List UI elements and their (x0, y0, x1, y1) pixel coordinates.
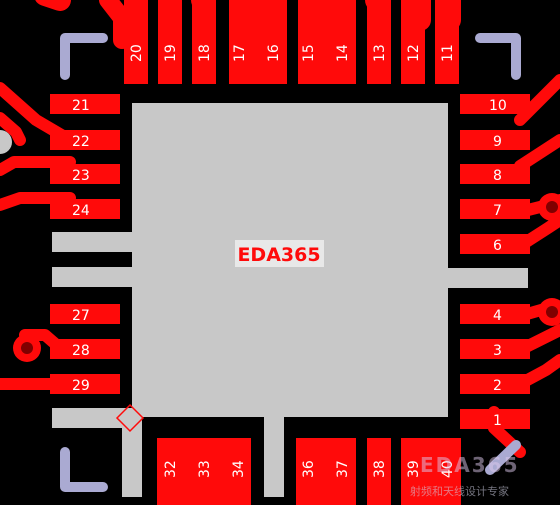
pin-label: 32 (163, 460, 179, 478)
gray-pad-5 (446, 268, 528, 288)
gray-pad-35 (264, 415, 284, 497)
pad-11 (435, 0, 459, 84)
watermark-subtitle: 射频和天线设计专家 (410, 485, 509, 498)
pin-label: 11 (440, 44, 456, 62)
pin-label: 29 (72, 378, 90, 394)
pin-label: 13 (372, 44, 388, 62)
pad-22 (50, 130, 120, 150)
pad-9 (460, 130, 530, 150)
pin-label: 33 (197, 460, 213, 478)
pad-28 (50, 339, 120, 359)
pad-27 (50, 304, 120, 324)
watermark-logo: EDA365 (420, 453, 520, 477)
pad-10 (460, 94, 530, 114)
pin-label: 16 (266, 44, 282, 62)
pad-24 (50, 199, 120, 219)
copper-pads (50, 0, 530, 505)
pin-label: 7 (493, 203, 502, 219)
pin-label: 27 (72, 308, 90, 324)
pin-labels-top: 20 19 18 17 16 15 14 13 12 11 (129, 44, 456, 62)
pad-4 (460, 304, 530, 324)
pin-label: 21 (72, 98, 90, 114)
via-partial (0, 130, 12, 154)
pin-label: 18 (197, 44, 213, 62)
pad-6 (460, 234, 530, 254)
pin-label: 34 (231, 460, 247, 478)
pad-2 (460, 374, 530, 394)
pin-labels-right: 10 9 8 7 6 4 3 2 1 (489, 98, 507, 429)
via-hole (21, 342, 33, 354)
pin-label: 15 (301, 44, 317, 62)
pin-label: 20 (129, 44, 145, 62)
pad-13 (367, 0, 391, 84)
pad-32-34 (157, 438, 251, 505)
pin-label: 24 (72, 203, 90, 219)
gray-pad-31 (122, 415, 142, 497)
pad-15-14 (298, 0, 356, 84)
pin-label: 1 (493, 413, 502, 429)
gray-pad-30 (52, 408, 134, 428)
pad-1 (460, 409, 530, 429)
pad-29 (50, 374, 120, 394)
pad-38 (367, 438, 391, 505)
pin-label: 28 (72, 343, 90, 359)
watermark: EDA365 射频和天线设计专家 (408, 451, 558, 503)
pin-label: 9 (493, 134, 502, 150)
pin-label: 36 (301, 460, 317, 478)
gray-pad-26 (52, 267, 134, 287)
pin-label: 38 (372, 460, 388, 478)
pad-18 (192, 0, 216, 84)
pad-8 (460, 164, 530, 184)
pad-20 (124, 0, 148, 84)
pin-label: 37 (335, 460, 351, 478)
pin-label: 22 (72, 134, 90, 150)
pin-label: 4 (493, 308, 502, 324)
pin-label: 3 (493, 343, 502, 359)
corner-mark-top-right (475, 33, 521, 80)
pad-21 (50, 94, 120, 114)
pin-label: 39 (406, 460, 422, 478)
silkscreen-corners (60, 33, 521, 492)
pin-label: 17 (232, 44, 248, 62)
via-hole (546, 201, 558, 213)
pad-36-37 (296, 438, 356, 505)
pin-labels-bottom: 32 33 34 36 37 38 39 40 (163, 460, 456, 478)
pin1-marker (115, 403, 145, 433)
via-hole (546, 306, 558, 318)
via-group (0, 0, 560, 362)
corner-mark-bottom-right (485, 440, 521, 475)
board-label-background (235, 240, 324, 267)
pin-label: 23 (72, 168, 90, 184)
board-label: EDA365 (237, 244, 320, 266)
pin-label: 6 (493, 238, 502, 254)
corner-mark-top-left (60, 33, 108, 80)
pad-17-16 (229, 0, 287, 84)
pin-label: 19 (163, 44, 179, 62)
pad-23 (50, 164, 120, 184)
gray-pad-25 (52, 232, 134, 252)
pad-19 (158, 0, 182, 84)
pin-label: 12 (406, 44, 422, 62)
pad-7 (460, 199, 530, 219)
pin-label: 2 (493, 378, 502, 394)
pad-12 (401, 0, 425, 84)
pin-label: 40 (440, 460, 456, 478)
pin-labels-left: 21 22 23 24 27 28 29 (72, 98, 90, 394)
pad-3 (460, 339, 530, 359)
corner-mark-bottom-left (60, 447, 108, 492)
pin-label: 14 (335, 44, 351, 62)
pin-label: 8 (493, 168, 502, 184)
pad-39-40 (401, 438, 461, 505)
pin-label: 10 (489, 98, 507, 114)
